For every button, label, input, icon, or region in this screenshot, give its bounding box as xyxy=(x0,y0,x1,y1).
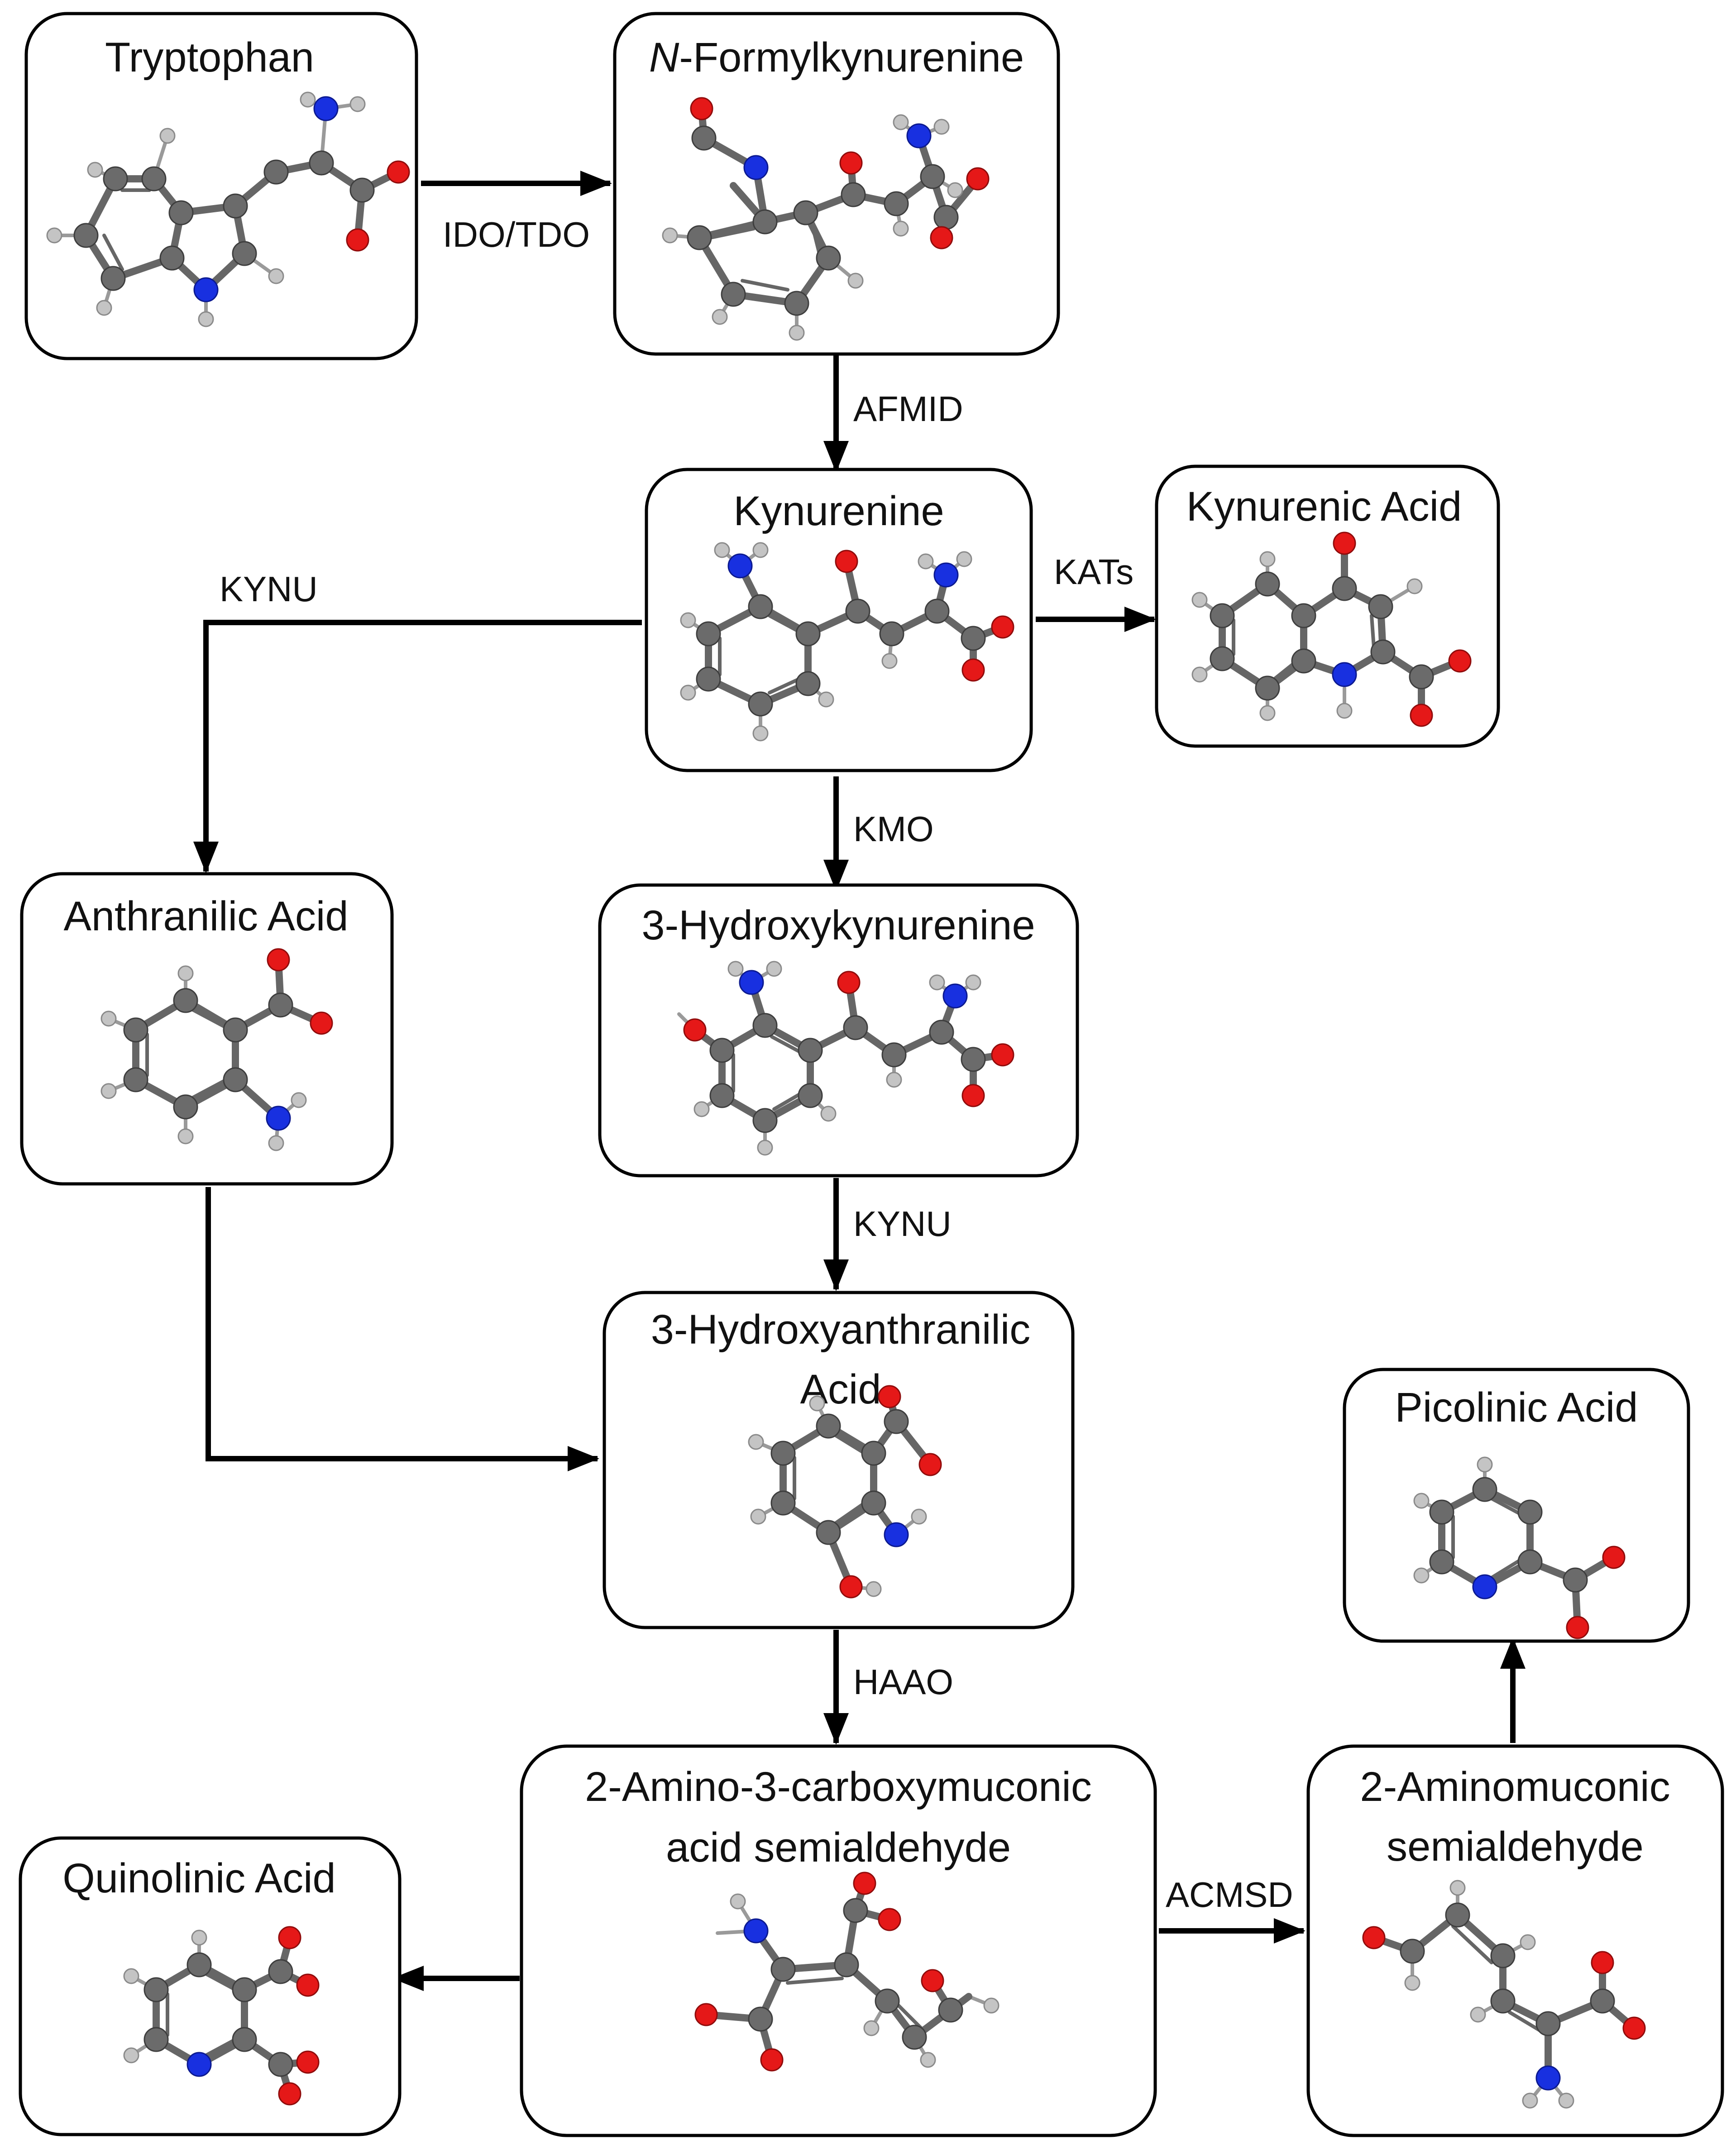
molecule-kynurenine-icon xyxy=(680,542,1014,742)
node-label: Picolinic Acid xyxy=(1395,1384,1638,1431)
node-label: Kynurenine xyxy=(733,488,944,534)
molecule-picolinic-acid-icon xyxy=(1413,1456,1626,1639)
enzyme-label-acmsd: ACMSD xyxy=(1166,1875,1293,1915)
node-quinolinic-acid: Quinolinic Acid xyxy=(19,1836,402,2136)
node-label: Tryptophan xyxy=(105,34,314,81)
molecule-3-hydroxyanthranilic-acid-icon xyxy=(748,1385,942,1599)
node-acms: 2-Amino-3-carboxymuconic acid semialdehy… xyxy=(520,1744,1157,2137)
node-label-line2: semialdehyde xyxy=(1387,1824,1644,1870)
node-label-line1: 3-Hydroxyanthranilic xyxy=(651,1307,1031,1353)
node-picolinic-acid: Picolinic Acid xyxy=(1343,1368,1690,1643)
node-label: Quinolinic Acid xyxy=(62,1855,335,1901)
molecule-tryptophan-icon xyxy=(46,91,410,327)
node-3-hydroxyanthranilic-acid: 3-Hydroxyanthranilic Acid xyxy=(603,1291,1075,1629)
node-box xyxy=(613,12,1060,356)
enzyme-label-kmo: KMO xyxy=(853,809,934,849)
enzyme-label-haao: HAAO xyxy=(853,1662,953,1702)
enzyme-label-kynu-left: KYNU xyxy=(220,569,318,609)
enzyme-label-afmid: AFMID xyxy=(853,389,963,429)
molecule-n-formylkynurenine-icon xyxy=(662,97,990,341)
node-label: Kynurenic Acid xyxy=(1186,484,1462,530)
node-n-formylkynurenine: N-Formylkynurenine xyxy=(613,12,1060,356)
enzyme-label-ido-tdo: IDO/TDO xyxy=(443,215,590,254)
molecule-2-aminomuconic-semialdehyde-icon xyxy=(1362,1880,1646,2109)
node-kynurenic-acid: Kynurenic Acid xyxy=(1155,464,1500,748)
node-3-hydroxykynurenine: 3-Hydroxykynurenine xyxy=(598,883,1079,1178)
node-label: Anthranilic Acid xyxy=(64,893,349,939)
node-box xyxy=(603,1291,1075,1629)
molecule-3-hydroxykynurenine-icon xyxy=(677,961,1014,1156)
node-box xyxy=(520,1744,1157,2137)
node-kynurenine: Kynurenine xyxy=(645,468,1033,772)
node-label: 3-Hydroxykynurenine xyxy=(641,902,1035,948)
molecule-anthranilic-acid-icon xyxy=(100,948,333,1151)
node-tryptophan: Tryptophan xyxy=(24,12,418,360)
node-2-aminomuconic-semialdehyde: 2-Aminomuconic semialdehyde xyxy=(1306,1744,1724,2137)
node-label-line2: acid semialdehyde xyxy=(666,1824,1011,1871)
arrow-anthranilic-to-3haa xyxy=(206,1187,599,1471)
enzyme-label-kynu-center: KYNU xyxy=(853,1204,952,1244)
molecule-quinolinic-acid-icon xyxy=(123,1926,320,2106)
node-box xyxy=(1306,1744,1724,2137)
arrow-kyn-to-anthranilic xyxy=(193,620,642,873)
enzyme-label-kats: KATs xyxy=(1054,552,1133,592)
node-anthranilic-acid: Anthranilic Acid xyxy=(20,872,394,1186)
molecule-acms-icon xyxy=(694,1872,1000,2072)
node-label: N-Formylkynurenine xyxy=(649,34,1024,81)
node-label-line1: 2-Amino-3-carboxymuconic xyxy=(585,1764,1092,1810)
node-label-line1: 2-Aminomuconic xyxy=(1360,1764,1670,1810)
molecule-kynurenic-acid-icon xyxy=(1191,531,1472,727)
